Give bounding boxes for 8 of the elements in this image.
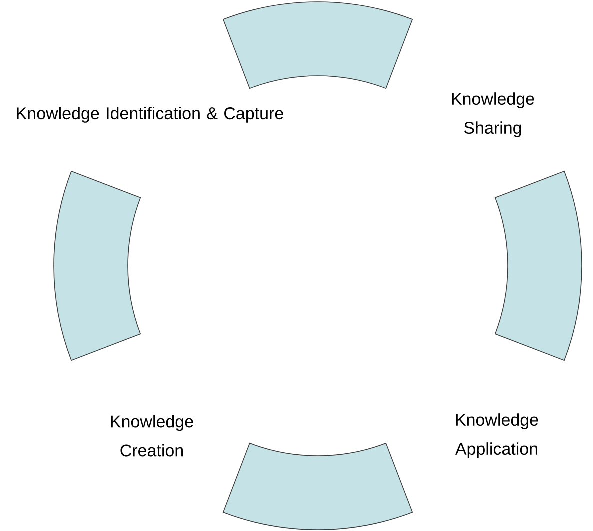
arc-segment [54, 170, 142, 361]
stage-label: Knowledge Sharing [452, 92, 534, 138]
arc-segment [223, 442, 414, 530]
stage-label: Knowledge Identification & Capture [17, 107, 284, 123]
arc-segment [494, 170, 582, 361]
stage-label: Knowledge Application [455, 414, 538, 458]
stage-label: Knowledge Creation [111, 415, 194, 457]
arc-segment [223, 2, 414, 90]
